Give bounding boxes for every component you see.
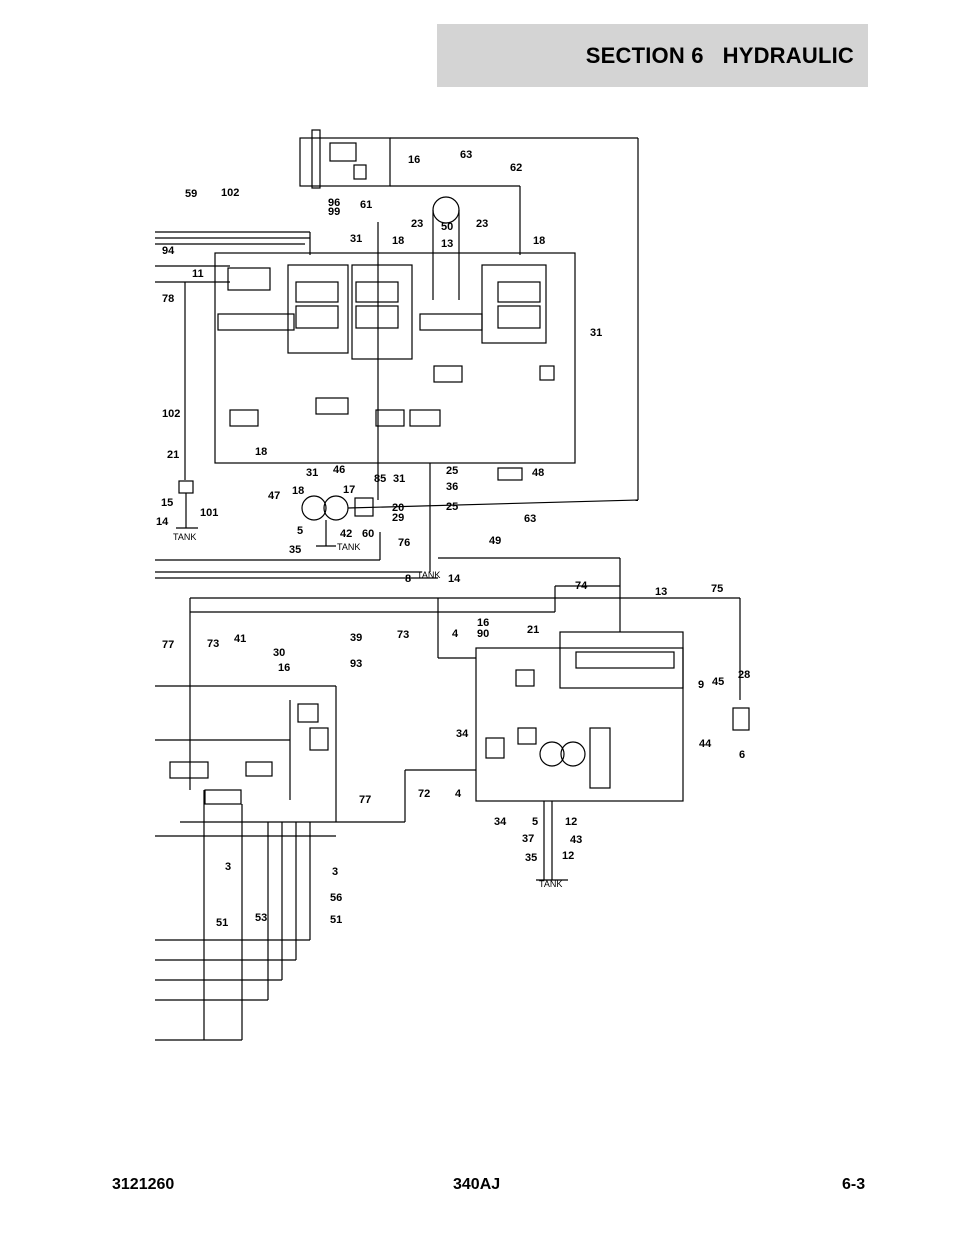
callout-label: 50 [441, 221, 453, 233]
callout-label: 60 [362, 528, 374, 540]
callout-label: 13 [441, 238, 453, 250]
callout-label: 45 [712, 676, 724, 688]
callout-label: 63 [460, 149, 472, 161]
callout-label: 4 [455, 788, 462, 800]
callout-label: 76 [398, 537, 410, 549]
callout-label: 18 [533, 235, 545, 247]
callout-label: 102 [162, 408, 180, 420]
callout-label: 53 [255, 912, 267, 924]
hydraulic-lines [155, 129, 750, 1041]
callout-label: 74 [575, 580, 588, 592]
callout-label: 93 [350, 658, 362, 670]
callout-label: 46 [333, 464, 345, 476]
callout-label: 73 [397, 629, 409, 641]
callout-label: 31 [393, 473, 405, 485]
callout-label: 73 [207, 638, 219, 650]
callout-label: 31 [590, 327, 602, 339]
callout-label: 37 [522, 833, 534, 845]
callout-label: 34 [494, 816, 507, 828]
callout-label: 12 [565, 816, 577, 828]
section-header: SECTION 6 HYDRAULIC [437, 24, 868, 87]
callout-label: 12 [562, 850, 574, 862]
tank-label: TANK [173, 532, 196, 542]
callout-label: 16 [408, 154, 420, 166]
callout-label: 63 [524, 513, 536, 525]
callout-label: 77 [162, 639, 174, 651]
callout-label: 29 [392, 512, 404, 524]
callout-label: 72 [418, 788, 430, 800]
callout-label: 6 [739, 749, 745, 761]
callout-label: 17 [343, 484, 355, 496]
callout-label: 18 [292, 485, 304, 497]
callout-label: 36 [446, 481, 458, 493]
callout-label: 16 [477, 617, 489, 629]
callout-label: 31 [306, 467, 318, 479]
callout-label: 42 [340, 528, 352, 540]
callout-label: 15 [161, 497, 173, 509]
callout-label: 25 [446, 465, 458, 477]
callout-label: 99 [328, 206, 340, 218]
callout-label: 4 [452, 628, 459, 640]
footer-doc-number: 3121260 [112, 1176, 175, 1193]
callout-label: 61 [360, 199, 372, 211]
callout-label: 90 [477, 628, 489, 640]
callout-label: 3 [332, 866, 338, 878]
callout-label: 18 [392, 235, 404, 247]
callout-label: 14 [448, 573, 461, 585]
callout-label: 30 [273, 647, 285, 659]
callout-label: 75 [711, 583, 723, 595]
footer-page-number: 6-3 [842, 1176, 866, 1193]
callout-label: 102 [221, 187, 239, 199]
tank-label: TANK [539, 879, 562, 889]
callout-label: 43 [570, 834, 582, 846]
callout-label: 21 [167, 449, 179, 461]
callout-label: 5 [532, 816, 538, 828]
callout-label: 62 [510, 162, 522, 174]
footer-model: 340AJ [453, 1176, 501, 1193]
callout-label: 44 [699, 738, 712, 750]
callout-label: 31 [350, 233, 362, 245]
callout-label: 56 [330, 892, 342, 904]
callout-label: 14 [156, 516, 169, 528]
section-title: SECTION 6 HYDRAULIC [585, 43, 854, 68]
callout-label: 94 [162, 245, 175, 257]
callout-label: 41 [234, 633, 246, 645]
callout-label: 8 [405, 573, 411, 585]
tank-label: TANK [337, 542, 360, 552]
callout-label: 51 [330, 914, 342, 926]
callout-label: 96 [328, 197, 340, 209]
callout-label: 21 [527, 624, 539, 636]
tank-label: TANK [417, 570, 440, 580]
callout-label: 49 [489, 535, 501, 547]
callout-label: 48 [532, 467, 544, 479]
callout-label: 78 [162, 293, 174, 305]
callout-label: 59 [185, 188, 197, 200]
callout-label: 77 [359, 794, 371, 806]
callout-label: 39 [350, 632, 362, 644]
callout-label: 35 [525, 852, 537, 864]
callout-label: 13 [655, 586, 667, 598]
callout-label: 25 [446, 501, 458, 513]
callout-label: 3 [225, 861, 231, 873]
callout-label: 47 [268, 490, 280, 502]
callout-label: 85 [374, 473, 386, 485]
callout-label: 11 [192, 268, 204, 280]
callout-label: 20 [392, 502, 404, 514]
callout-label: 51 [216, 917, 228, 929]
callout-label: 28 [738, 669, 750, 681]
callout-label: 5 [297, 525, 303, 537]
callout-label: 101 [200, 507, 218, 519]
callout-label: 34 [456, 728, 469, 740]
callout-label: 35 [289, 544, 301, 556]
callout-label: 18 [255, 446, 267, 458]
callout-labels: 16 63 62 59 102 96 99 61 23 50 23 13 31 … [156, 149, 750, 929]
callout-label: 23 [476, 218, 488, 230]
callout-label: 16 [278, 662, 290, 674]
callout-label: 23 [411, 218, 423, 230]
callout-label: 9 [698, 679, 704, 691]
